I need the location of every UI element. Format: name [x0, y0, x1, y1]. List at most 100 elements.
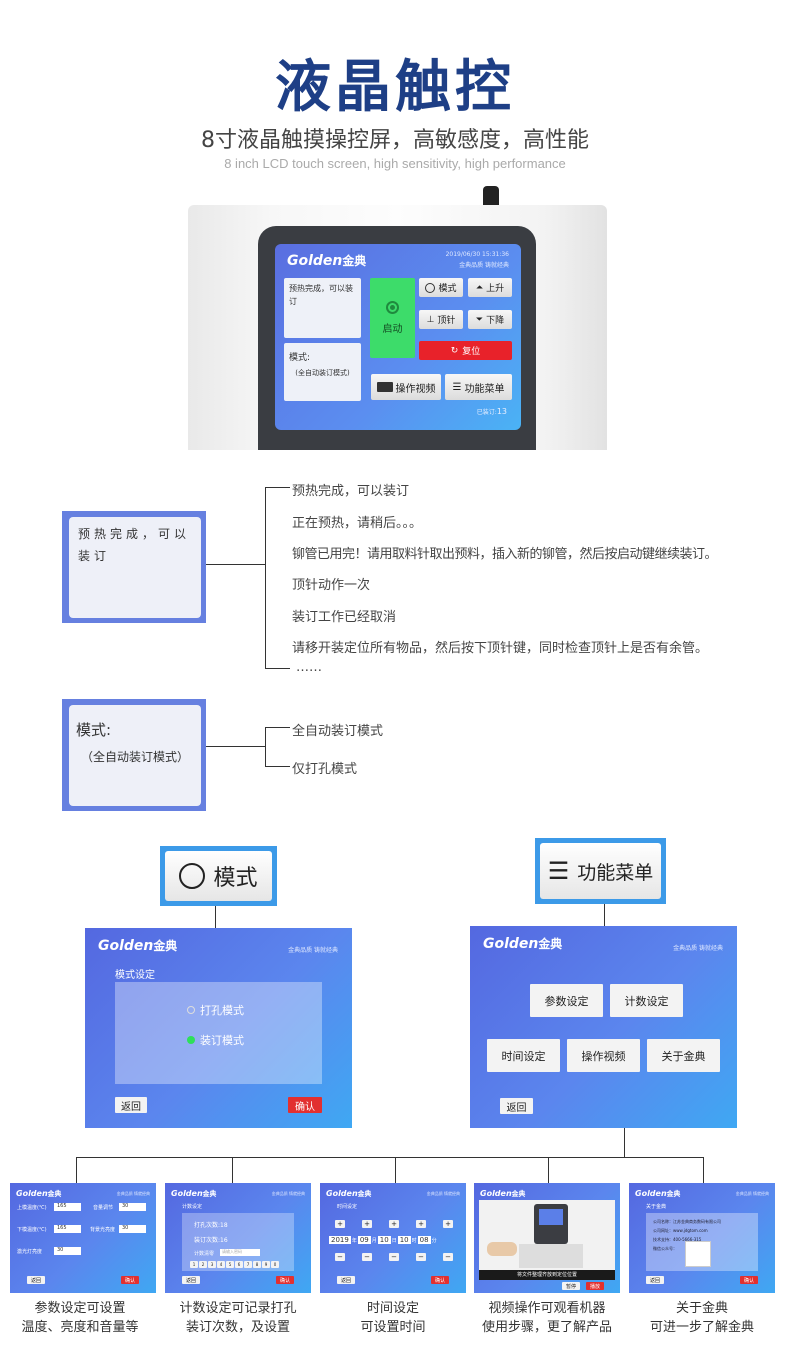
status-text: 预热完成，可以装订	[289, 284, 353, 306]
minus-icon[interactable]: −	[389, 1253, 399, 1261]
caption-about: 关于金典可进一步了解金典	[649, 1301, 754, 1335]
plus-icon[interactable]: +	[443, 1220, 453, 1228]
confirm-button[interactable]: 确认	[288, 1097, 322, 1113]
caption-video: 视频操作可观看机器使用步骤，更了解产品	[481, 1301, 612, 1335]
camera-icon	[376, 382, 393, 392]
page-title: 液晶触控	[275, 55, 515, 120]
status-message: 装订工作已经取消	[292, 610, 397, 625]
params-screen: Golden金典 金典品质 铸就经典 上模温度(℃) 165 音量调节 30 下…	[10, 1183, 156, 1293]
mode-label: 模式:	[289, 353, 311, 363]
time-button[interactable]: 时间设定	[487, 1039, 560, 1072]
confirm-button[interactable]: 确认	[276, 1276, 294, 1284]
reset-icon: ↻	[450, 345, 459, 356]
up-button[interactable]: ⏶上升	[468, 278, 512, 297]
back-button[interactable]: 返回	[182, 1276, 200, 1284]
minus-icon[interactable]: −	[416, 1253, 426, 1261]
connector	[232, 1157, 233, 1183]
confirm-button[interactable]: 确认	[740, 1276, 758, 1284]
connector	[703, 1157, 704, 1183]
gear-icon	[179, 863, 206, 889]
plus-icon[interactable]: +	[389, 1220, 399, 1228]
mode-label-button[interactable]: 模式	[165, 851, 272, 901]
reset-button[interactable]: ↻复位	[419, 341, 512, 360]
status-box: 预热完成，可以装订	[69, 517, 201, 618]
option-punch[interactable]: 打孔模式	[187, 1002, 244, 1018]
power-icon	[386, 301, 399, 314]
keypad: 1 2 3 4 5 6 7 8 9 0	[190, 1261, 279, 1268]
about-screen: Golden金典 金典品质 铸就经典 关于金典 公司名称：江苏金典商务数码有限公…	[629, 1183, 775, 1293]
connector	[76, 1157, 703, 1158]
status-message: 预热完成，可以装订	[292, 484, 410, 499]
plus-icon[interactable]: +	[362, 1220, 372, 1228]
status-message: 请移开装定位所有物品，然后按下顶针键，同时检查顶针上是否有余管。	[292, 641, 709, 656]
about-button[interactable]: 关于金典	[647, 1039, 720, 1072]
connector	[206, 564, 266, 565]
arrow-down-icon: ⏷	[475, 314, 484, 325]
back-button[interactable]: 返回	[27, 1276, 45, 1284]
mode-screen: Golden金典 金典品质 铸就经典 模式设定 打孔模式 装订模式 返回 确认	[85, 928, 352, 1128]
upper-temp-field[interactable]: 165	[54, 1203, 81, 1211]
start-button[interactable]: 启动	[370, 278, 415, 358]
status-panel: 预热完成，可以装订	[284, 278, 361, 338]
back-button[interactable]: 返回	[646, 1276, 664, 1284]
back-button[interactable]: 返回	[337, 1276, 355, 1284]
connector	[265, 487, 290, 488]
plus-icon[interactable]: +	[416, 1220, 426, 1228]
option-bind[interactable]: 装订模式	[187, 1032, 244, 1048]
back-button[interactable]: 返回	[115, 1097, 147, 1113]
hand-image	[487, 1242, 517, 1256]
mode-button[interactable]: 模式	[419, 278, 463, 297]
confirm-button[interactable]: 确认	[121, 1276, 139, 1284]
screen-datetime: 2019/06/30 15:31:36	[445, 251, 509, 258]
brand-logo: Golden金典	[98, 938, 178, 954]
video-button[interactable]: 操作视频	[371, 374, 441, 400]
bound-count: 已装订:13	[476, 407, 507, 416]
minus-icon[interactable]: −	[335, 1253, 345, 1261]
connector	[265, 766, 290, 767]
backlight-field[interactable]: 30	[119, 1225, 146, 1233]
connector	[395, 1157, 396, 1183]
mode-box: 模式: （全自动装订模式）	[69, 705, 201, 806]
minus-icon[interactable]: −	[362, 1253, 372, 1261]
connector	[265, 487, 266, 669]
video-button[interactable]: 操作视频	[567, 1039, 640, 1072]
params-button[interactable]: 参数设定	[530, 984, 603, 1017]
connector	[265, 727, 266, 767]
mode-settings-panel: 打孔模式 装订模式	[115, 982, 322, 1084]
menu-label-button[interactable]: ☰ 功能菜单	[540, 843, 661, 899]
brand-logo: Golden金典	[287, 253, 367, 269]
pin-button[interactable]: ⊥顶针	[419, 310, 463, 329]
connector	[548, 1157, 549, 1183]
plus-icon[interactable]: +	[335, 1220, 345, 1228]
mode-value: (全自动装订模式)	[295, 369, 350, 377]
minus-icon[interactable]: −	[443, 1253, 453, 1261]
connector	[76, 1157, 77, 1183]
connector	[206, 746, 266, 747]
device-image	[534, 1204, 568, 1244]
video-screen: Golden金典 将文件整理齐放到定位位置 暂停 播放	[474, 1183, 620, 1293]
radio-icon	[187, 1006, 195, 1014]
list-icon: ☰	[547, 857, 570, 885]
page-subtitle-en: 8 inch LCD touch screen, high sensitivit…	[224, 156, 566, 171]
radio-selected-icon	[187, 1036, 195, 1044]
gear-icon	[425, 282, 436, 293]
laser-field[interactable]: 30	[54, 1247, 81, 1255]
confirm-button[interactable]: 确认	[431, 1276, 449, 1284]
device-knob	[483, 186, 499, 208]
connector	[604, 904, 605, 926]
password-input[interactable]: 请输入密码	[220, 1249, 260, 1256]
back-button[interactable]: 返回	[500, 1098, 533, 1114]
volume-field[interactable]: 30	[119, 1203, 146, 1211]
pin-icon: ⊥	[426, 314, 435, 325]
mode-settings-title: 模式设定	[115, 970, 155, 981]
lower-temp-field[interactable]: 165	[54, 1225, 81, 1233]
connector	[265, 727, 290, 728]
play-button[interactable]: 播放	[586, 1282, 604, 1290]
menu-button[interactable]: ☰功能菜单	[445, 374, 512, 400]
count-button[interactable]: 计数设定	[610, 984, 683, 1017]
brand-logo: Golden金典	[483, 936, 563, 952]
pause-button[interactable]: 暂停	[562, 1282, 580, 1290]
video-player[interactable]: 将文件整理齐放到定位位置	[479, 1200, 615, 1280]
down-button[interactable]: ⏷下降	[468, 310, 512, 329]
